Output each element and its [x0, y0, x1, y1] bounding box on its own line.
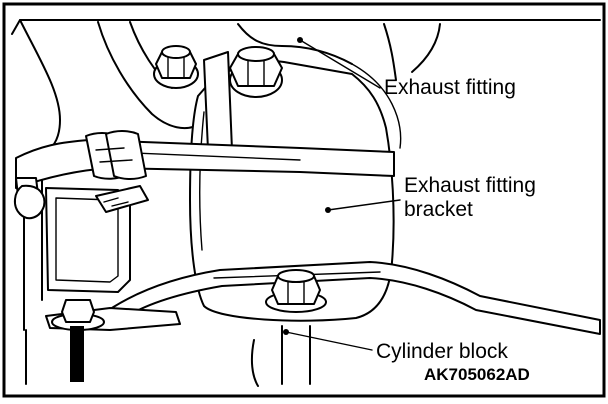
label-exhaust-fitting-bracket-line2: bracket — [404, 198, 473, 221]
upper-right-bolt — [229, 46, 283, 98]
figure-code: AK705062AD — [424, 365, 530, 384]
upper-left-bolt — [153, 45, 199, 89]
pipe-clamp — [85, 130, 147, 180]
leader-lines — [283, 37, 401, 351]
lower-pipe — [99, 261, 601, 335]
bracket-plate — [189, 60, 395, 322]
bracket-strap — [203, 51, 233, 151]
label-exhaust-fitting-bracket-line1: Exhaust fitting — [404, 174, 536, 197]
label-cylinder-block: Cylinder block — [376, 340, 508, 363]
lower-left-bolt — [25, 299, 181, 385]
cylinder-block-bolt — [250, 269, 327, 387]
label-exhaust-fitting: Exhaust fitting — [384, 76, 516, 99]
left-bracket — [14, 177, 149, 293]
engine-illustration — [11, 19, 601, 387]
